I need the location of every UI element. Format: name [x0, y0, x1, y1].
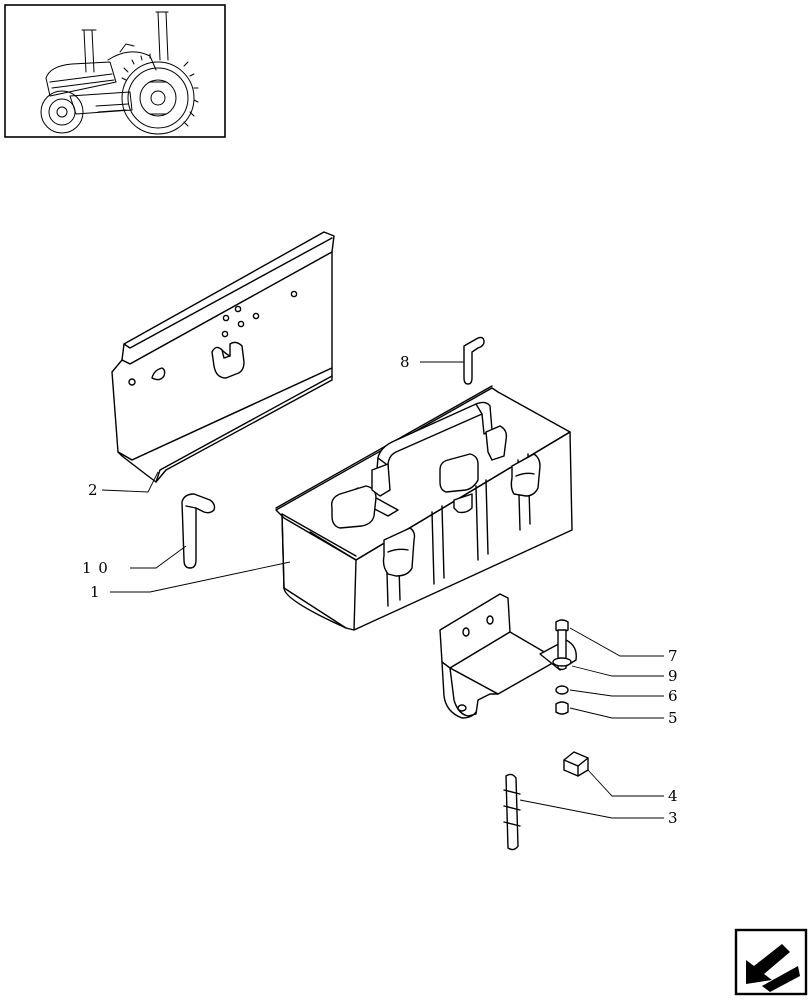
callout-10: 1 0 — [82, 559, 109, 577]
callout-labels: 1 2 3 4 5 6 7 8 9 1 0 — [82, 353, 679, 827]
mounting-bracket — [111, 231, 335, 483]
callout-1: 1 — [90, 583, 101, 601]
callout-2: 2 — [88, 481, 99, 499]
support-bracket — [439, 593, 577, 719]
leader-lines — [101, 361, 664, 819]
callout-9: 9 — [668, 667, 679, 685]
callout-8: 8 — [400, 353, 411, 371]
toolbox — [275, 385, 573, 631]
callout-7: 7 — [668, 647, 679, 665]
fastener-stack — [552, 619, 572, 715]
callout-4: 4 — [668, 787, 679, 805]
tractor-thumbnail-icon — [4, 4, 226, 138]
clip-block — [563, 751, 589, 777]
callout-5: 5 — [668, 709, 679, 727]
strap-rod — [503, 773, 521, 851]
callout-6: 6 — [668, 687, 679, 705]
next-page-arrow-icon[interactable] — [734, 928, 808, 996]
hook-pin-large — [181, 493, 216, 569]
callout-3: 3 — [668, 809, 679, 827]
hook-pin-small — [463, 336, 485, 385]
